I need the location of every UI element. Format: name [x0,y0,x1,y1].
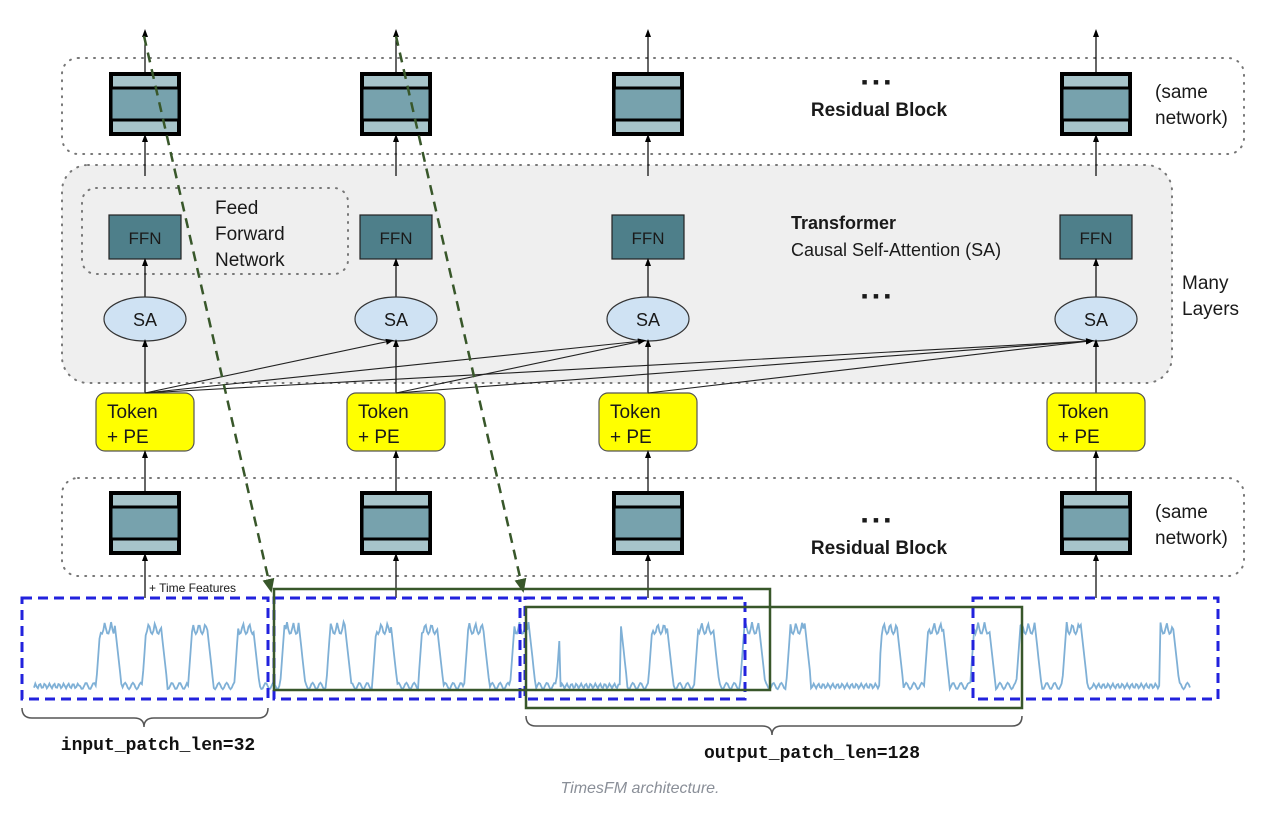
sa-node: SA [354,296,438,342]
time-series-line [33,618,1191,692]
input-patch-1 [20,596,270,701]
ffn-block: FFN [1059,214,1133,260]
pe-label: + PE [610,427,652,448]
input-patch-4 [971,596,1220,701]
ffn-label: FFN [128,229,161,248]
sa-node: SA [103,296,187,342]
attention-connections [144,338,1094,394]
time-series-layer [33,618,1191,692]
bottom-residual-block [612,491,684,555]
bottom-residual-block [109,491,181,555]
ffn-group-label-2: Forward [215,224,285,245]
ffn-label: FFN [1079,229,1112,248]
input-patch-len-label: input_patch_len=32 [61,736,255,756]
top-residual-note-2: network) [1155,108,1228,129]
attention-link [144,338,394,394]
transformer-dots: ▪ ▪ ▪ [861,286,890,306]
sa-label: SA [384,310,408,330]
top-residual-block [612,72,684,136]
bottom-residual-label: Residual Block [811,538,948,559]
forecast-arrow-2 [394,35,527,593]
attention-link [395,338,1094,394]
sa-node: SA [1054,296,1138,342]
many-layers-label-2: Layers [1182,299,1239,320]
output-patch-len-label: output_patch_len=128 [704,744,920,764]
ffn-block: FFN [108,214,182,260]
bottom-residual-note-2: network) [1155,528,1228,549]
attention-link [647,338,1094,394]
forecast-arrow-1 [142,35,275,593]
token-pe-block: Token + PE [346,392,446,452]
attention-link [395,338,646,394]
bottom-residual-dots: ▪ ▪ ▪ [861,510,890,530]
figure-caption: TimesFM architecture. [560,780,720,797]
attention-link [144,338,646,394]
token-pe-block: Token + PE [1046,392,1146,452]
sa-label: SA [1084,310,1108,330]
transformer-subtitle: Causal Self-Attention (SA) [791,240,1001,260]
token-pe-block: Token + PE [95,392,195,452]
top-residual-block [1060,72,1132,136]
bottom-residual-block [1060,491,1132,555]
bottom-residual-group [61,477,1245,577]
output-patch-brace [525,715,1023,736]
ffn-block: FFN [611,214,685,260]
ffn-group-label-3: Network [215,250,285,271]
ffn-label: FFN [379,229,412,248]
sa-node: SA [606,296,690,342]
top-residual-group [61,57,1245,155]
top-residual-label: Residual Block [811,100,948,121]
pe-label: + PE [1058,427,1100,448]
sa-label: SA [133,310,157,330]
time-features-label: + Time Features [149,581,236,595]
bottom-residual-block [360,491,432,555]
token-pe-block: Token + PE [598,392,698,452]
input-patch-brace [21,707,269,728]
ffn-group [81,187,349,275]
sa-label: SA [636,310,660,330]
ffn-block: FFN [359,214,433,260]
token-label: Token [107,402,158,423]
transformer-group [61,164,1173,384]
top-residual-note-1: (same [1155,82,1208,103]
transformer-title: Transformer [791,213,896,233]
top-residual-block [109,72,181,136]
output-patch-2 [524,605,1024,710]
top-residual-dots: ▪ ▪ ▪ [861,72,890,92]
many-layers-label-1: Many [1182,273,1229,294]
bottom-residual-note-1: (same [1155,502,1208,523]
top-residual-block [360,72,432,136]
ffn-group-label-1: Feed [215,198,258,219]
token-label: Token [610,402,661,423]
attention-link [144,338,1094,394]
token-label: Token [1058,402,1109,423]
pe-label: + PE [358,427,400,448]
ffn-label: FFN [631,229,664,248]
pe-label: + PE [107,427,149,448]
token-label: Token [358,402,409,423]
